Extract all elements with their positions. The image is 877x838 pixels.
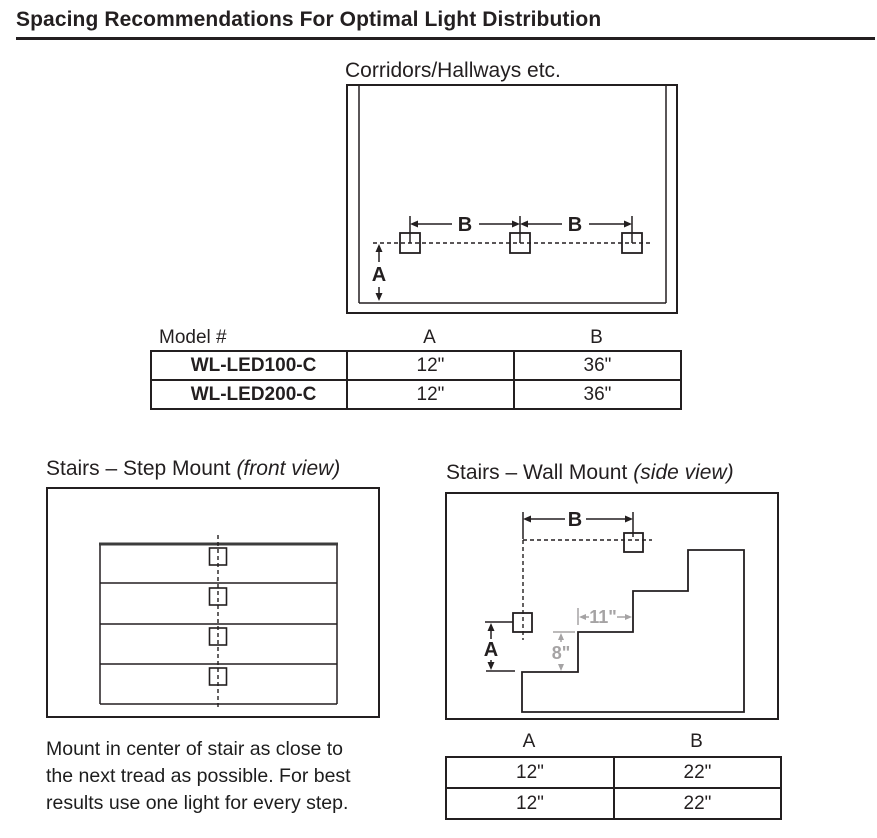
wall-light-marker-lower	[512, 612, 533, 633]
arrowhead-right-icon	[512, 220, 520, 228]
dim-b-cell: 22"	[613, 787, 782, 820]
column-header-b: B	[690, 731, 703, 752]
table-row: WL-LED200-C 12" 36"	[150, 379, 682, 410]
step-mount-section-heading: Stairs – Step Mount(front view)	[46, 457, 340, 481]
table-row: WL-LED100-C 12" 36"	[150, 350, 682, 381]
arrowhead-left-icon	[579, 614, 586, 620]
riser-height-label: 8"	[552, 643, 571, 663]
dim-a: A	[372, 244, 386, 301]
arrowhead-left-icon	[523, 515, 531, 523]
arrowhead-left-icon	[410, 220, 418, 228]
step-mount-heading-text: Stairs – Step Mount	[46, 457, 231, 480]
arrowhead-up-icon	[487, 623, 495, 631]
arrowhead-down-icon	[558, 664, 564, 671]
light-marker-step-1	[208, 547, 228, 566]
stair-profile	[521, 549, 745, 713]
corridor-table: Model # A B WL-LED100-C 12" 36" WL-LED20…	[150, 327, 682, 410]
light-marker-step-2	[208, 587, 228, 606]
dim-b-cell: 36"	[513, 350, 682, 381]
dim-b: B	[522, 509, 634, 539]
tread-depth-label: 11"	[589, 607, 617, 627]
corridor-table-headers: Model # A B	[150, 327, 680, 350]
mounting-note-line: results use one light for every step.	[46, 792, 349, 814]
mounting-note-line: Mount in center of stair as close to	[46, 738, 343, 760]
mounting-note-line: the next tread as possible. For best	[46, 765, 351, 787]
wall-mount-table-headers: A B	[445, 731, 780, 756]
page-title: Spacing Recommendations For Optimal Ligh…	[16, 8, 875, 40]
arrowhead-left-icon	[520, 220, 528, 228]
dim-a-cell: 12"	[346, 350, 515, 381]
arrowhead-right-icon	[625, 515, 633, 523]
wall-mount-section-heading: Stairs – Wall Mount(side view)	[446, 461, 734, 485]
dim-a: A	[484, 621, 515, 672]
wall-mount-table: A B 12" 22" 12" 22"	[445, 731, 782, 820]
step-mount-heading-note: (front view)	[236, 457, 341, 480]
column-header-a: A	[522, 731, 536, 752]
dim-a-cell: 12"	[445, 787, 615, 820]
dim-a-label: A	[372, 264, 386, 286]
dim-b-cell: 36"	[513, 379, 682, 410]
dim-a-cell: 12"	[445, 756, 615, 789]
dim-riser-8: 8"	[552, 631, 575, 671]
dim-a-cell: 12"	[346, 379, 515, 410]
arrowhead-down-icon	[487, 662, 495, 670]
dim-a-label: A	[484, 639, 498, 661]
diagram-frame	[46, 487, 380, 718]
diagram-frame	[445, 492, 779, 720]
arrowhead-up-icon	[375, 244, 383, 252]
arrowhead-right-icon	[625, 614, 632, 620]
corridor-spec-table: WL-LED100-C 12" 36" WL-LED200-C 12" 36"	[150, 350, 682, 410]
corridor-diagram: B B A	[346, 84, 678, 314]
corridor-outer-wall	[346, 84, 678, 314]
wall-mount-heading-note: (side view)	[633, 461, 734, 484]
dim-b-right: B	[520, 214, 632, 236]
column-header-a: A	[423, 327, 436, 348]
arrowhead-right-icon	[624, 220, 632, 228]
arrowhead-up-icon	[558, 633, 564, 640]
mounting-note: Mount in center of stair as close to the…	[46, 736, 391, 817]
table-row: 12" 22"	[445, 787, 782, 820]
dim-b-left-label: B	[458, 214, 472, 236]
dim-tread-11: 11"	[577, 607, 632, 627]
table-row: 12" 22"	[445, 756, 782, 789]
wall-mount-diagram: B A 11" 8"	[445, 492, 779, 720]
arrowhead-down-icon	[375, 293, 383, 301]
model-cell: WL-LED200-C	[150, 379, 348, 410]
step-mount-diagram	[46, 487, 380, 718]
column-header-model: Model #	[159, 327, 227, 348]
wall-mount-spec-table: 12" 22" 12" 22"	[445, 756, 782, 820]
light-marker-step-4	[208, 667, 228, 686]
light-marker-step-3	[208, 627, 228, 646]
dim-b-right-label: B	[568, 214, 582, 236]
column-header-b: B	[590, 327, 603, 348]
corridor-section-heading: Corridors/Hallways etc.	[345, 59, 561, 82]
dim-b-left: B	[410, 214, 520, 236]
dim-b-label: B	[568, 509, 582, 531]
model-cell: WL-LED100-C	[150, 350, 348, 381]
dim-b-cell: 22"	[613, 756, 782, 789]
wall-mount-heading-text: Stairs – Wall Mount	[446, 461, 628, 484]
